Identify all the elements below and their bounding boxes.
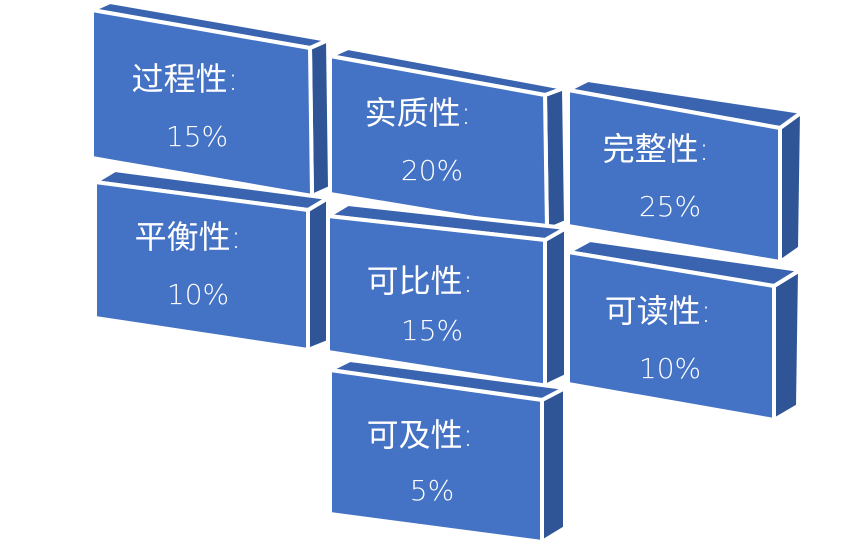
block-process-label: 过程性: — [132, 60, 239, 98]
block-completeness: 完整性: 25% — [566, 78, 804, 264]
block-completeness-side — [778, 110, 804, 264]
block-readability-side — [772, 268, 802, 422]
block-comparability: 可比性: 15% — [326, 202, 568, 388]
block-accessibility: 可及性: 5% — [328, 358, 567, 544]
block-accessibility-side — [540, 386, 567, 544]
block-process-value: 15% — [166, 120, 228, 153]
block-readability-label: 可读性: — [605, 292, 712, 330]
block-accessibility-label: 可及性: — [367, 416, 474, 454]
block-comparability-value: 15% — [401, 314, 463, 347]
block-completeness-label: 完整性: — [603, 130, 710, 168]
block-readability: 可读性: 10% — [566, 238, 802, 422]
block-substantive-label: 实质性: — [365, 94, 472, 132]
block-balance: 平衡性: 10% — [93, 168, 330, 352]
block-accessibility-value: 5% — [410, 474, 454, 507]
block-balance-side — [306, 196, 330, 352]
block-comparability-label: 可比性: — [367, 262, 474, 300]
block-completeness-front — [566, 88, 782, 264]
block-readability-value: 10% — [639, 352, 701, 385]
block-completeness-value: 25% — [639, 190, 701, 223]
block-balance-value: 10% — [167, 278, 229, 311]
block-substantive-value: 20% — [401, 154, 463, 187]
block-balance-front — [93, 180, 310, 352]
block-comparability-side — [543, 226, 568, 388]
block-substantive: 实质性: 20% — [328, 46, 568, 232]
block-process: 过程性: 15% — [90, 0, 332, 198]
block-readability-front — [566, 250, 776, 422]
block-accessibility-front — [328, 368, 544, 544]
block-balance-label: 平衡性: — [135, 218, 242, 256]
